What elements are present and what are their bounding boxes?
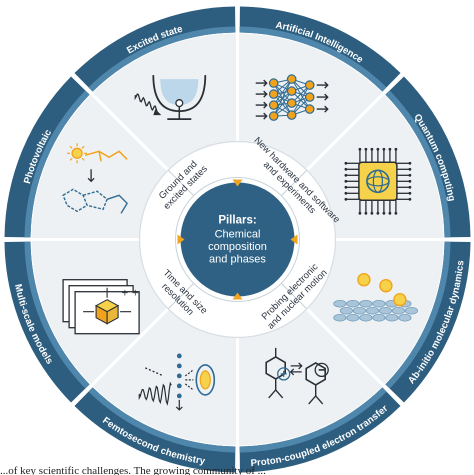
- outer-ring-inner-band: [385, 241, 451, 389]
- multiscale-model-icon: + +: [62, 279, 140, 335]
- proton-coupled-electron-transfer-icon: [265, 347, 329, 405]
- hub-line: composition: [208, 241, 267, 253]
- sector-divider: [90, 307, 170, 387]
- pillar-divider: [279, 281, 308, 310]
- pillar-divider: [167, 281, 196, 310]
- quantum-chip-icon: [344, 147, 412, 215]
- hub-pointer: [232, 179, 243, 187]
- hub-pointer: [177, 234, 185, 245]
- femtosecond-laser-icon: [138, 353, 216, 411]
- outer-ring-inner-band: [24, 241, 90, 389]
- hub-pointer: [232, 292, 243, 300]
- svg-text:+ +: + +: [121, 289, 139, 299]
- hub-line: Chemical: [215, 229, 261, 241]
- pillar-divider: [167, 169, 196, 198]
- outer-ring-inner-band: [88, 26, 236, 92]
- excited-state-potential-icon: [134, 75, 207, 120]
- outer-ring-inner-band: [239, 387, 387, 453]
- neural-network-icon: [255, 74, 329, 121]
- hub-title: Pillars:: [218, 215, 256, 227]
- sector-divider: [305, 92, 385, 172]
- outer-ring-inner-band: [24, 90, 90, 238]
- photovoltaic-molecule-icon: [62, 143, 128, 214]
- molecular-dynamics-icon: [333, 273, 418, 322]
- outer-ring-inner-band: [239, 26, 387, 92]
- sector-divider: [305, 307, 385, 387]
- hub-disc: [180, 182, 295, 297]
- sector-divider: [90, 92, 170, 172]
- outer-ring-inner-band: [385, 90, 451, 238]
- pillar-divider: [279, 169, 308, 198]
- figure-caption: ...of key scientific challenges. The gro…: [0, 466, 266, 475]
- sector-icons: + +: [62, 74, 418, 411]
- hub-line: and phases: [209, 254, 266, 266]
- outer-ring-inner-band: [88, 387, 236, 453]
- hub-pointer: [290, 234, 298, 245]
